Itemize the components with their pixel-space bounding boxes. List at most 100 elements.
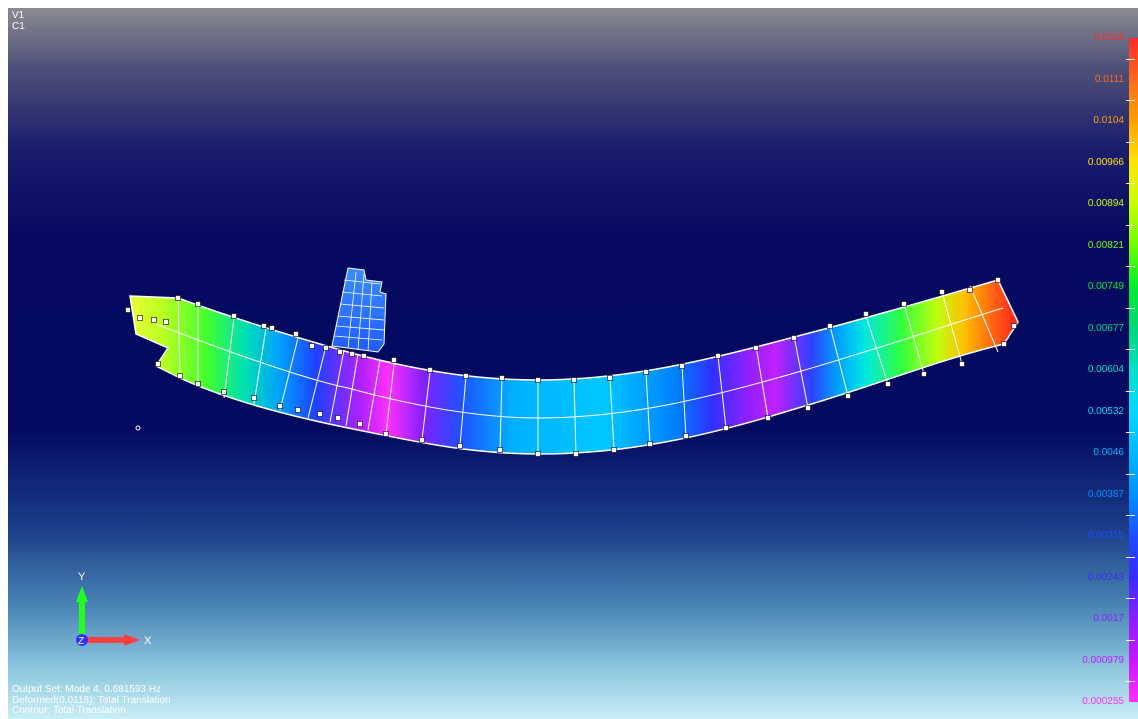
x-axis-label: X <box>144 635 152 647</box>
node-marker <box>323 345 329 351</box>
view-label: V1 <box>12 10 25 21</box>
node-marker <box>295 407 301 413</box>
node-marker <box>137 315 143 321</box>
node-marker <box>901 301 907 307</box>
node-marker <box>221 389 227 395</box>
legend-tick <box>1126 390 1135 392</box>
node-marker <box>195 381 201 387</box>
legend-color-bar <box>1129 38 1138 702</box>
beam-element-edges <box>177 285 999 455</box>
legend-value-label: 0.00677 <box>1087 322 1124 334</box>
node-marker <box>309 343 315 349</box>
node-marker <box>361 353 367 359</box>
node-marker <box>1011 323 1017 329</box>
node-marker <box>791 335 797 341</box>
z-axis-label: Z <box>78 636 84 647</box>
contour-text: Contour: Total Translation <box>12 705 126 716</box>
node-marker <box>499 375 505 381</box>
legend-tick <box>1126 141 1135 143</box>
node-marker <box>175 295 181 301</box>
legend-value-label: 0.00894 <box>1087 198 1124 209</box>
node-marker <box>269 325 275 331</box>
legend-value-label: 0.0118 <box>1094 32 1124 43</box>
output-info: Output Set: Mode 4, 0.681593 Hz Deformed… <box>12 684 171 717</box>
node-marker <box>151 317 157 323</box>
node-marker <box>805 405 811 411</box>
node-marker <box>995 277 1001 283</box>
node-marker <box>863 311 869 317</box>
tower-structure <box>331 267 387 353</box>
node-marker <box>335 415 341 421</box>
node-marker <box>571 377 577 383</box>
fe-model-canvas[interactable]: Y X Z <box>8 8 1138 719</box>
node-marker <box>155 361 161 367</box>
node-marker <box>349 351 355 357</box>
beam-mid-line <box>155 307 1004 419</box>
legend-value-label: 0.00532 <box>1087 405 1124 417</box>
node-marker <box>611 447 617 453</box>
axis-triad[interactable]: Y X Z <box>76 571 152 647</box>
legend-tick <box>1126 556 1135 558</box>
node-markers <box>125 277 1017 457</box>
model-viewport[interactable]: V1 C1 <box>8 8 1138 719</box>
node-marker <box>643 369 649 375</box>
node-marker <box>535 451 541 457</box>
beam-surface <box>129 279 1019 455</box>
node-marker <box>251 395 257 401</box>
node-marker <box>683 433 689 439</box>
node-marker <box>293 331 299 337</box>
node-marker <box>277 403 283 409</box>
legend-tick <box>1126 307 1135 309</box>
legend-value-label: 0.00749 <box>1087 281 1124 292</box>
legend-tick <box>1126 598 1135 600</box>
legend-value-label: 0.0017 <box>1093 613 1124 624</box>
y-axis-label: Y <box>78 571 86 583</box>
legend-tick <box>1126 349 1135 351</box>
deformed-beam-mesh[interactable] <box>129 267 1019 455</box>
node-marker <box>383 431 389 437</box>
node-marker <box>939 289 945 295</box>
legend-tick <box>1126 58 1135 60</box>
node-marker <box>419 437 425 443</box>
node-marker <box>959 361 965 367</box>
legend-value-label: 0.00604 <box>1087 364 1124 375</box>
node-marker <box>573 451 579 457</box>
node-marker <box>647 441 653 447</box>
legend-value-label: 0.000979 <box>1082 654 1124 666</box>
legend-value-label: 0.00387 <box>1087 488 1124 500</box>
legend-tick <box>1126 681 1135 683</box>
legend-value-label: 0.0046 <box>1093 447 1124 458</box>
node-marker <box>679 363 685 369</box>
node-marker <box>921 371 927 377</box>
legend-tick <box>1126 100 1135 102</box>
node-marker <box>535 377 541 383</box>
z-axis-dot <box>76 634 88 646</box>
node-marker <box>827 323 833 329</box>
node-marker <box>261 323 267 329</box>
node-marker <box>497 447 503 453</box>
legend-value-label: 0.0104 <box>1093 115 1124 126</box>
node-marker <box>177 373 183 379</box>
node-marker <box>427 367 433 373</box>
node-marker <box>317 411 323 417</box>
legend-tick <box>1126 473 1135 475</box>
legend-value-label: 0.000255 <box>1082 696 1124 707</box>
node-marker <box>723 425 729 431</box>
node-marker <box>163 319 169 325</box>
x-axis-arrowhead <box>124 634 140 646</box>
node-marker <box>967 287 973 293</box>
deformed-text: Deformed(0.0118): Total Translation <box>12 694 171 706</box>
node-marker <box>1001 341 1007 347</box>
legend-tick <box>1126 515 1135 517</box>
legend-tick <box>1126 432 1135 434</box>
node-marker <box>337 349 343 355</box>
node-marker <box>463 373 469 379</box>
legend-tick <box>1126 224 1135 226</box>
legend-tick <box>1126 639 1135 641</box>
output-set-text: Output Set: Mode 4, 0.681593 Hz <box>12 684 161 695</box>
node-marker <box>231 313 237 319</box>
legend-tick <box>1126 266 1135 268</box>
node-marker <box>765 415 771 421</box>
node-marker <box>607 375 613 381</box>
node-marker <box>195 301 201 307</box>
